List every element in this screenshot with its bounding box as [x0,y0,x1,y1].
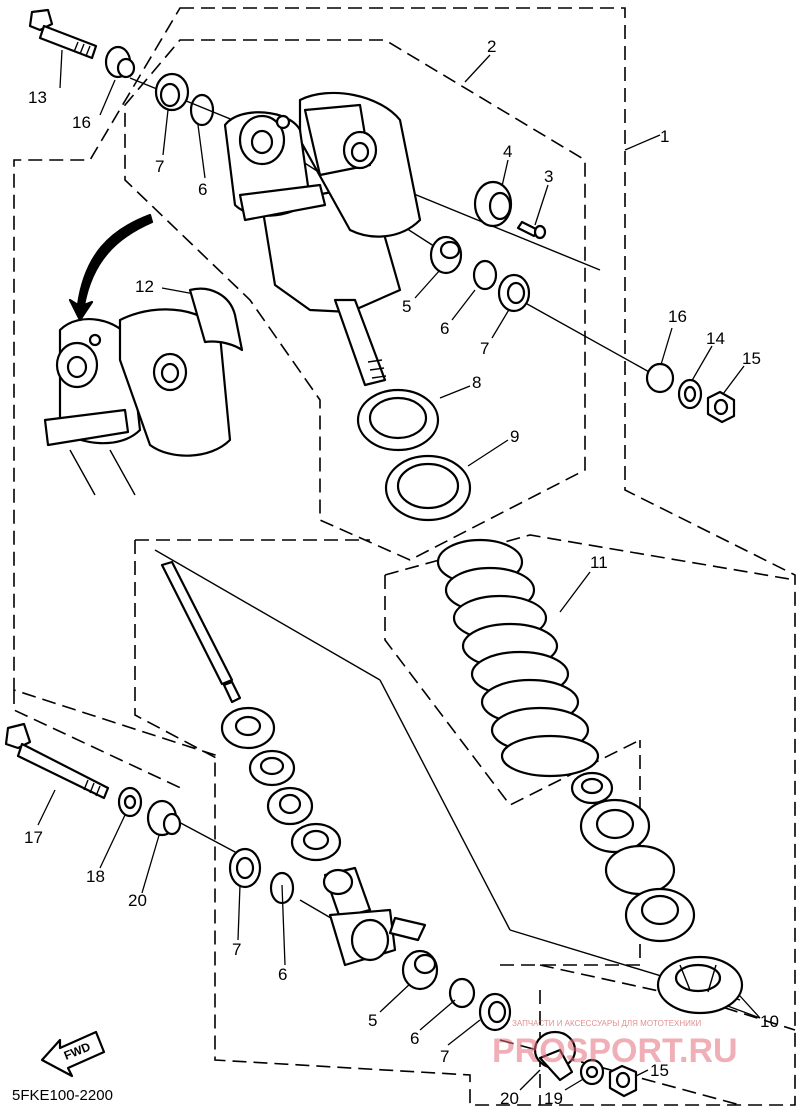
bearing-upper-left [154,72,190,112]
bearing-lower-right [478,992,512,1032]
boundary-assembly-2 [124,39,586,561]
callout-labels: 1 2 3 4 5 5 6 6 6 6 7 7 7 7 8 9 10 11 12… [24,37,779,1108]
callout-1: 1 [660,127,669,146]
callout-5-lower: 5 [368,1011,377,1030]
callout-6-upper-left: 6 [198,180,207,199]
nut-lower [608,1064,638,1098]
collar-right [645,362,675,394]
watermark-logo: PROSPORT.RU [492,1032,738,1070]
callout-2: 2 [487,37,496,56]
screw [516,220,547,240]
diagram-code: 5FKE100-2200 [12,1087,113,1104]
callout-7-upper-right: 7 [480,339,489,358]
callout-18: 18 [86,867,105,886]
collar-lower-left [146,799,182,837]
washer-right [677,378,703,410]
callout-13: 13 [28,88,47,107]
ring-nut-lower [384,454,472,522]
shock-body-upper [223,91,422,387]
circlip-upper-left [189,93,215,127]
washer-lower-right [579,1058,605,1086]
bushing-upper [429,235,463,275]
callout-14: 14 [706,329,725,348]
callout-6-lower-left: 6 [278,965,287,984]
callout-20-lower: 20 [500,1089,519,1108]
lower-clevis [322,866,427,967]
adjuster-knob [473,180,513,228]
callout-20-left: 20 [128,891,147,910]
callout-5-upper: 5 [402,297,411,316]
callout-19: 19 [544,1089,563,1108]
callout-7-upper-left: 7 [155,157,164,176]
callout-16-right: 16 [668,307,687,326]
callout-9: 9 [510,427,519,446]
callout-15-lower: 15 [650,1061,669,1080]
boundary-lower-right [499,964,796,1106]
callout-15-upper: 15 [742,349,761,368]
assembly-boundaries [13,7,796,1106]
circlip-lower-right [448,977,476,1009]
watermark: ЗАПЧАСТИ И АКСЕССУАРЫ ДЛЯ МОТОТЕХНИКИ PR… [492,1019,738,1070]
damper-rod [160,560,242,704]
bolt-lower [4,722,110,800]
callout-7-lower-left: 7 [232,940,241,959]
boundary-assembly-1 [13,7,796,1106]
spring-stopper [656,955,744,1015]
bearing-upper-right [497,273,531,313]
washer-lower-left [117,786,143,818]
collar-lower-right [533,1030,577,1082]
boundary-inner-damper [134,539,641,966]
boundary-lower-link [13,690,186,791]
callout-11: 11 [590,553,608,572]
callout-7-lower-right: 7 [440,1047,449,1066]
callout-12: 12 [135,277,154,296]
collar-upper [104,45,136,79]
coil-spring [436,538,600,778]
callout-17: 17 [24,828,43,847]
callout-6-upper-right: 6 [440,319,449,338]
inner-seal-stack [220,706,342,862]
watermark-tagline: ЗАПЧАСТИ И АКСЕССУАРЫ ДЛЯ МОТОТЕХНИКИ [512,1019,702,1028]
bushing-lower [401,949,439,991]
callout-3: 3 [544,167,553,186]
circlip-upper-right [472,259,498,291]
bearing-lower-left [228,847,262,889]
bolt-upper [28,8,98,60]
callout-8: 8 [472,373,481,392]
fwd-arrow-icon: FWD [40,1030,106,1078]
callout-16-upper-left: 16 [72,113,91,132]
parts [4,8,744,1098]
ring-nut-upper [356,388,440,452]
shock-body-inset [43,213,244,496]
callout-10: 10 [760,1012,779,1031]
circlip-lower-left [269,871,295,905]
nut-upper [706,390,736,424]
spring-seat-stack [570,771,696,943]
callout-4: 4 [503,142,512,161]
callout-6-lower-right: 6 [410,1029,419,1048]
